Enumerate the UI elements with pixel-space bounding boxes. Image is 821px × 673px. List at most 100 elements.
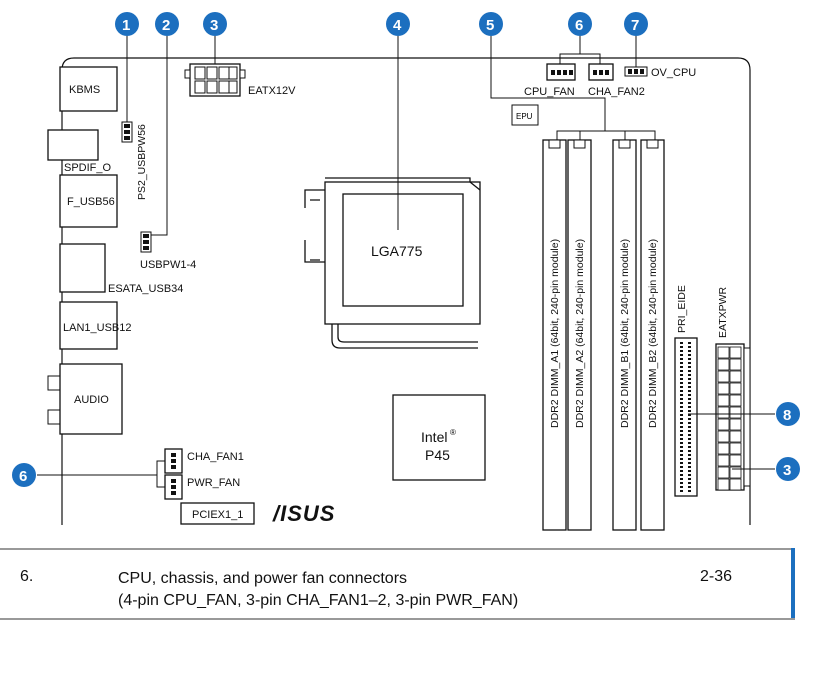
eide-pin <box>688 426 691 428</box>
eide-pin <box>680 382 683 384</box>
callout-6-top: 6 <box>568 12 592 36</box>
eide-pin <box>680 366 683 368</box>
eide-pin <box>680 466 683 468</box>
row-page: 2-36 <box>700 568 733 585</box>
svg-text:/ISUS: /ISUS <box>272 501 335 526</box>
f-usb56-port <box>59 174 118 228</box>
eide-pin <box>680 346 683 348</box>
eide-pin <box>688 366 691 368</box>
intel-label: Intel <box>421 429 447 445</box>
pciex1-label: PCIEX1_1 <box>192 509 243 521</box>
eide-pin <box>688 438 691 440</box>
motherboard-diagram: KBMS SPDIF_O F_USB56 ESATA_USB34 LAN1_US… <box>12 12 800 531</box>
atx-pin <box>717 370 730 383</box>
eide-pin <box>680 450 683 452</box>
eide-pin <box>688 490 691 492</box>
epu-label: EPU <box>516 112 533 121</box>
dimm-a2-label: DDR2 DIMM_A2 (64bit, 240-pin module) <box>574 239 586 428</box>
eide-pin <box>680 446 683 448</box>
eide-pin <box>680 410 683 412</box>
atx-pin <box>729 406 742 419</box>
svg-text:3: 3 <box>783 462 791 479</box>
eide-pin <box>680 482 683 484</box>
intel-p45-chipset <box>392 394 486 481</box>
p45-label: P45 <box>425 447 450 463</box>
eide-pin <box>688 354 691 356</box>
callout-3-right: 3 <box>776 457 800 481</box>
pri-eide-label: PRI_EIDE <box>676 285 688 333</box>
eide-pin <box>680 342 683 344</box>
eide-pin <box>680 470 683 472</box>
eide-pin <box>680 418 683 420</box>
row-description: CPU, chassis, and power fan connectors (… <box>118 568 518 612</box>
eatx12v-label: EATX12V <box>248 85 296 97</box>
intel-reg-mark: ® <box>450 428 456 437</box>
eide-pin <box>688 350 691 352</box>
eide-pin <box>688 466 691 468</box>
atx-pin <box>717 466 730 479</box>
eide-pin <box>688 346 691 348</box>
eide-pin <box>688 486 691 488</box>
atx-pin <box>729 382 742 395</box>
lga-label: LGA775 <box>371 243 423 259</box>
eide-pin <box>680 370 683 372</box>
svg-text:4: 4 <box>393 17 402 34</box>
eide-pin <box>680 390 683 392</box>
ps2-usbpw-label: PS2_USBPW56 <box>136 124 148 200</box>
lan-label: LAN1_USB12 <box>63 322 132 334</box>
eide-pin <box>688 390 691 392</box>
audio-port <box>59 363 123 435</box>
atx-pin <box>717 454 730 467</box>
eide-pin <box>680 426 683 428</box>
atx-pin <box>717 418 730 431</box>
svg-text:3: 3 <box>210 17 218 34</box>
ov-cpu-label: OV_CPU <box>651 67 696 79</box>
eide-pin <box>688 482 691 484</box>
eide-pin <box>688 462 691 464</box>
cpu-fan-label: CPU_FAN <box>524 86 575 98</box>
asus-logo: /ISUS <box>272 501 335 526</box>
eide-pin <box>688 382 691 384</box>
eide-pin <box>680 458 683 460</box>
eide-pin <box>688 446 691 448</box>
f-usb56-label: F_USB56 <box>67 196 115 208</box>
pwr-fan-header <box>164 474 183 500</box>
row-description-line2: (4-pin CPU_FAN, 3-pin CHA_FAN1–2, 3-pin … <box>118 592 519 609</box>
atx-pin <box>729 370 742 383</box>
kbms-port <box>59 66 118 112</box>
dimm-b2-label: DDR2 DIMM_B2 (64bit, 240-pin module) <box>647 239 659 428</box>
eide-pin <box>688 434 691 436</box>
audio-label: AUDIO <box>74 394 109 406</box>
dimm-slots <box>542 139 665 531</box>
atx-pin <box>717 478 730 491</box>
pciex1-slot <box>180 502 255 525</box>
svg-text:8: 8 <box>783 407 791 424</box>
epu-chip <box>511 104 539 126</box>
row-number: 6. <box>20 568 34 585</box>
eide-pin <box>680 442 683 444</box>
spdif-port <box>47 129 99 161</box>
pri-eide-connector <box>674 337 698 497</box>
svg-text:2: 2 <box>162 17 170 34</box>
eide-pin <box>680 358 683 360</box>
eide-pin <box>680 414 683 416</box>
eide-pin <box>688 450 691 452</box>
callout-2: 2 <box>155 12 179 36</box>
eide-pin <box>680 374 683 376</box>
atx-pin <box>717 358 730 371</box>
eide-pin <box>688 386 691 388</box>
callout-6-left: 6 <box>12 463 36 487</box>
eide-pin <box>688 418 691 420</box>
atx-pin <box>729 346 742 359</box>
eide-pin <box>688 370 691 372</box>
eide-pin <box>688 406 691 408</box>
dimm-b1-label: DDR2 DIMM_B1 (64bit, 240-pin module) <box>619 239 631 428</box>
callout-5: 5 <box>479 12 503 36</box>
eide-pin <box>688 422 691 424</box>
eide-pin <box>688 430 691 432</box>
eide-pin <box>688 458 691 460</box>
atx-pin <box>717 442 730 455</box>
atx-pin <box>729 442 742 455</box>
eide-pin <box>688 378 691 380</box>
atx-pin <box>729 394 742 407</box>
